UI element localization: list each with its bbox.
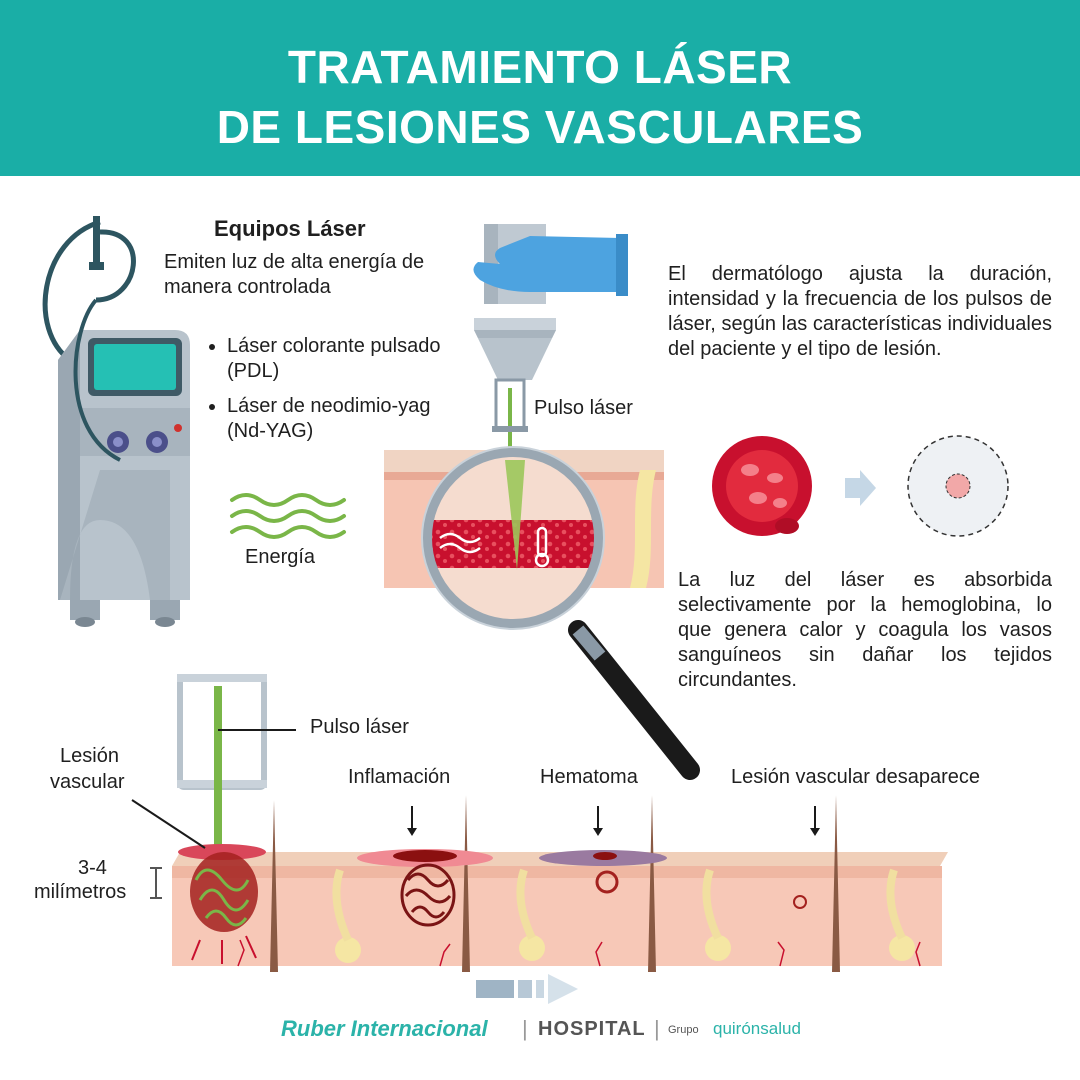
laser-types-list: Láser colorante pulsado (PDL) Láser de n… — [205, 334, 453, 454]
lesion-label-line1: Lesión — [60, 745, 119, 767]
inflammation-label: Inflamación — [348, 766, 451, 788]
title-line-1: TRATAMIENTO LÁSER — [287, 41, 793, 93]
progress-arrow-icon — [476, 974, 578, 1004]
grupo-label: Grupo — [668, 1024, 699, 1036]
pulse-label-top: Pulso láser — [534, 397, 633, 419]
footer-logos: Ruber Internacional | HOSPITAL | Grupo q… — [0, 1010, 1080, 1050]
footer-separator: | — [522, 1016, 528, 1041]
laser-handpiece — [473, 224, 628, 455]
depth-label-line1: 3-4 — [78, 857, 107, 879]
laser-type-item: Láser de neodimio-yag (Nd-YAG) — [227, 394, 453, 444]
disappears-label: Lesión vascular desaparece — [731, 766, 981, 788]
resolved-stage — [793, 806, 820, 909]
equipos-heading: Equipos Láser — [214, 216, 366, 241]
magnifier-icon — [421, 446, 700, 780]
lesion-stage-1 — [178, 844, 266, 964]
lesion-label-line2: vascular — [50, 771, 125, 793]
coagulated-vessel-icon — [907, 435, 1009, 537]
energy-label: Energía — [245, 546, 316, 568]
depth-marker — [150, 867, 162, 899]
quironsalud-logo: quirónsalud — [713, 1019, 801, 1038]
dermatologist-text: El dermatólogo ajusta la duración, inten… — [668, 263, 1052, 360]
laser-type-item: Láser colorante pulsado (PDL) — [227, 334, 453, 384]
depth-label-line2: milímetros — [34, 881, 127, 903]
hematoma-label: Hematoma — [540, 766, 638, 788]
header-banner: TRATAMIENTO LÁSER DE LESIONES VASCULARES — [0, 0, 1080, 176]
absorption-text: La luz del láser es absorbida selectivam… — [678, 569, 1052, 691]
title-line-2: DE LESIONES VASCULARES — [216, 101, 864, 153]
footer-separator: | — [654, 1016, 660, 1041]
energy-waves — [230, 493, 346, 539]
hematoma-stage — [539, 806, 667, 894]
ruber-logo: Ruber Internacional — [281, 1016, 488, 1041]
skin-section-bottom — [172, 795, 948, 972]
pulse-label-bottom: Pulso láser — [310, 716, 409, 738]
hospital-logo: HOSPITAL — [538, 1018, 646, 1040]
laser-machine — [42, 216, 190, 627]
arrow-right-icon — [845, 470, 876, 506]
laser-handpiece-bottom — [177, 674, 296, 860]
inflammation-stage — [357, 806, 493, 927]
lesion-pointer — [131, 799, 206, 849]
red-blood-vessel-icon — [712, 436, 812, 536]
equipos-description: Emiten luz de alta energía de manera con… — [164, 251, 425, 298]
